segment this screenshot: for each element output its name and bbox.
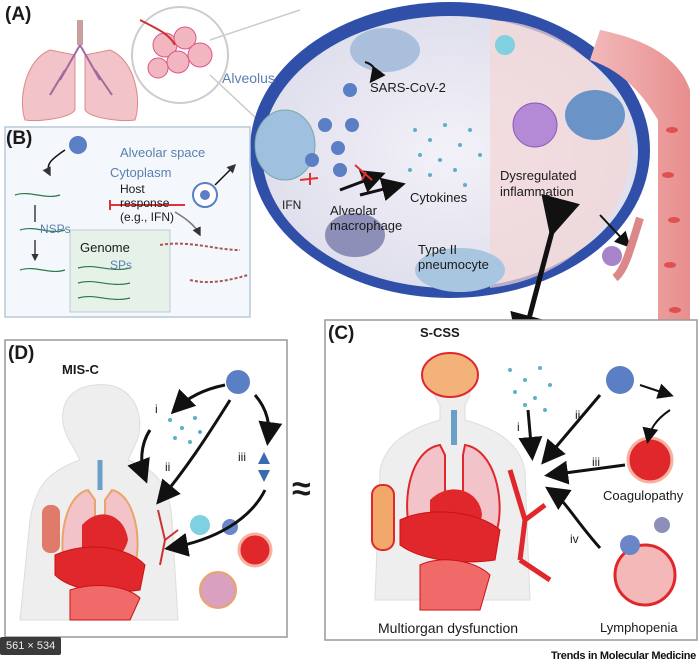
- hourglass-icon: [258, 452, 270, 482]
- panel-d-letter: (D): [8, 343, 35, 364]
- sps-label: SPs: [110, 258, 133, 272]
- coagulopathy-label: Coagulopathy: [603, 488, 684, 503]
- panel-b: [4, 126, 251, 318]
- cytoplasm-label: Cytoplasm: [110, 165, 172, 180]
- virus-particles: [305, 83, 359, 177]
- d-lymphocyte-icon: [199, 571, 237, 609]
- multiorgan-dysfunction-label: Multiorgan dysfunction: [378, 620, 519, 636]
- panel-b-letter: (B): [6, 128, 33, 149]
- nsps-label: NSPs: [40, 222, 71, 236]
- activated-macrophage: [512, 102, 558, 148]
- d-cytokine-dots: [168, 416, 202, 444]
- d-label-ii: ii: [165, 460, 171, 474]
- panel-d: [4, 339, 288, 638]
- s-css-title: S-CSS: [420, 325, 460, 340]
- type-ii-pneumocyte-label: Type II pneumocyte: [418, 242, 489, 272]
- lungs-icon: [22, 20, 138, 121]
- host-response-label: Host response (e.g., IFN): [120, 182, 175, 224]
- brain-icon: [421, 352, 479, 398]
- alveolar-macrophage-label: Alveolar macrophage: [330, 203, 403, 233]
- extravasating-cell: [602, 246, 622, 266]
- liver-icon: [399, 511, 501, 563]
- cytokine-dots: [408, 123, 482, 187]
- intestine-icon: [419, 559, 491, 611]
- approx-symbol: ≈: [292, 470, 311, 508]
- c-label-ii: ii: [575, 408, 581, 422]
- panel-a-letter: (A): [5, 4, 32, 25]
- genome-label: Genome: [80, 240, 130, 255]
- c-label-iii: iii: [592, 455, 600, 469]
- d-clot-icon: [237, 532, 273, 568]
- immune-cell: [565, 90, 625, 140]
- c-cytokine-dots: [508, 366, 552, 412]
- muscle-icon: [371, 484, 395, 551]
- c-label-iv: iv: [570, 532, 579, 546]
- cytokines-label: Cytokines: [410, 190, 468, 205]
- dysregulated-inflammation-label: Dysregulated inflammation: [500, 168, 577, 199]
- d-liver-icon: [54, 546, 146, 593]
- d-immune-cell-icon: [190, 515, 210, 535]
- infected-cell: [254, 109, 316, 181]
- d-label-iii: iii: [238, 450, 246, 464]
- genome-box: [69, 229, 171, 313]
- ifn-label: IFN: [282, 198, 302, 212]
- journal-credit: Trends in Molecular Medicine: [550, 650, 696, 662]
- d-intestine-icon: [69, 585, 141, 621]
- type-ii-pneumocyte-shape: [415, 248, 505, 292]
- c-virus-icon: [606, 366, 634, 394]
- panel-c-letter: (C): [328, 323, 355, 344]
- vessel-arrow: [599, 214, 631, 248]
- d-virus-icon: [226, 370, 250, 394]
- alveolus-label: Alveolus: [222, 70, 275, 86]
- b-virus-icon: [69, 136, 87, 154]
- d-label-i: i: [155, 402, 158, 416]
- lymphopenia-icon: [613, 543, 677, 607]
- alveolar-space-label: Alveolar space: [120, 145, 206, 160]
- image-size-badge: 561 × 534: [0, 637, 62, 655]
- sars-cov-2-label: SARS-CoV-2: [370, 80, 446, 95]
- lymphopenia-label: Lymphopenia: [600, 620, 678, 635]
- type-i-pneumocyte: [350, 28, 420, 72]
- coagulopathy-icon: [626, 436, 674, 484]
- vessels-icon: [507, 469, 552, 583]
- alveoli-cluster-icon: [139, 19, 213, 79]
- panel-c: [324, 319, 698, 641]
- c-label-i: i: [517, 420, 520, 434]
- d-muscle-icon: [42, 505, 60, 553]
- lymphocyte-icon: [620, 535, 640, 555]
- dendritic-cell: [495, 35, 515, 55]
- macrophage-shape: [325, 213, 385, 257]
- genome-strands: [77, 265, 131, 301]
- mis-c-title: MIS-C: [62, 362, 99, 377]
